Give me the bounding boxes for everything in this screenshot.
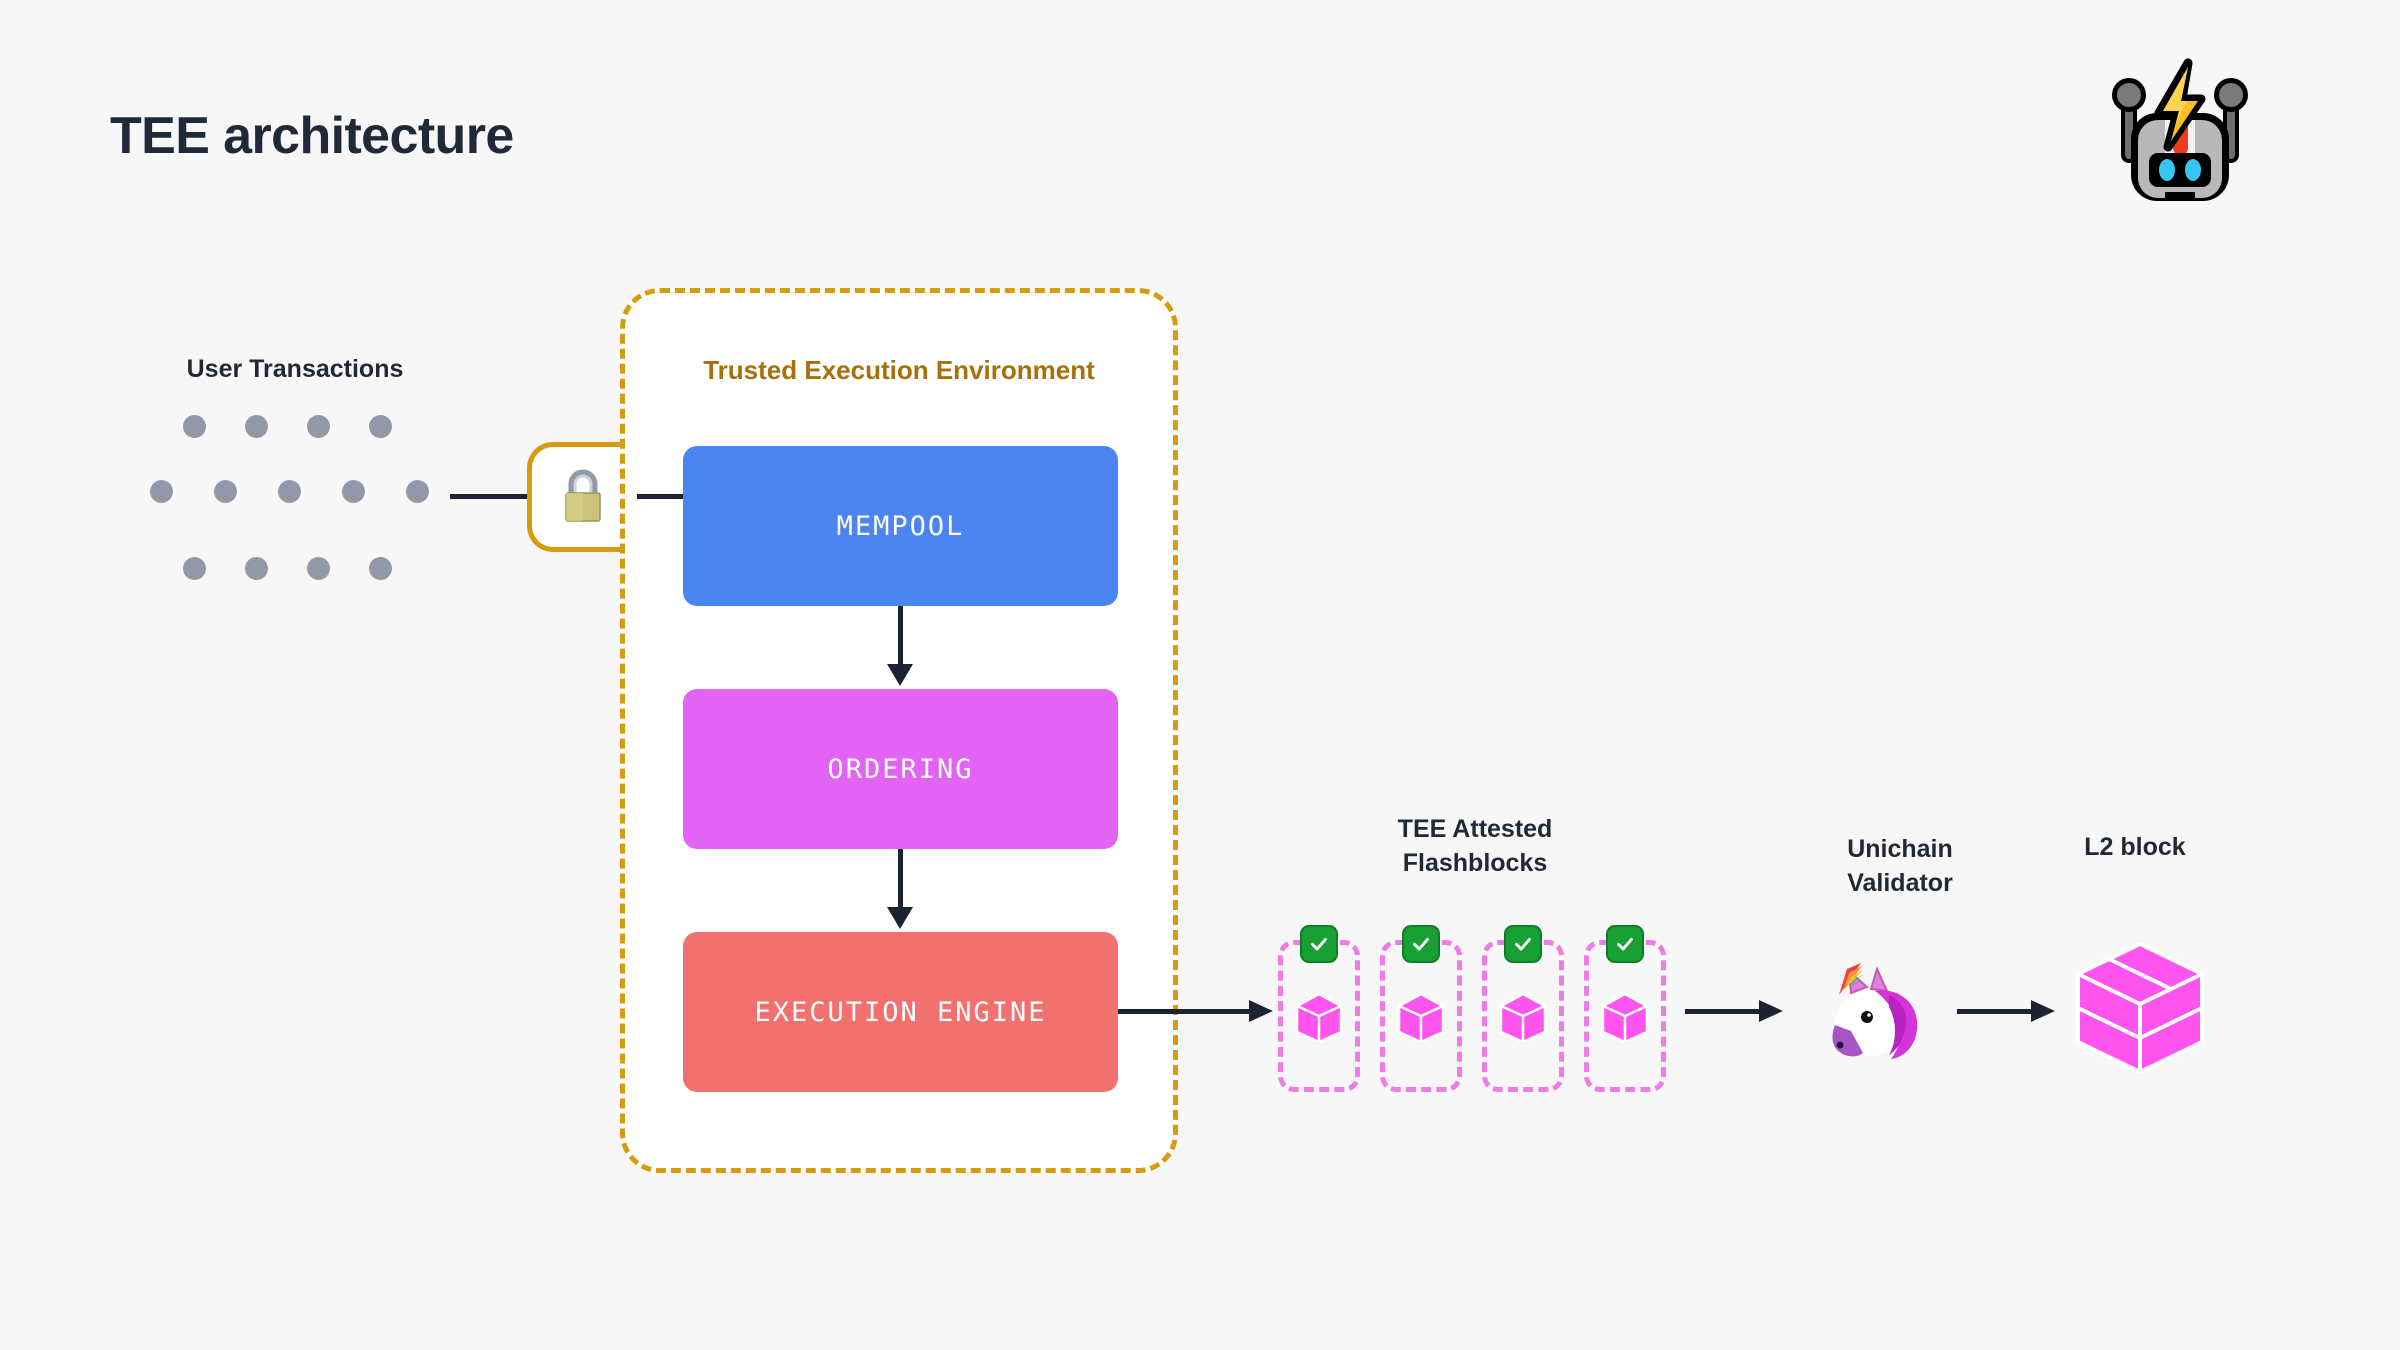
transaction-dot	[214, 480, 237, 503]
stage-ordering[interactable]: ORDERING	[683, 689, 1118, 849]
transaction-dot	[369, 415, 392, 438]
mempool-to-ordering-arrow	[887, 606, 913, 686]
transaction-dot	[245, 415, 268, 438]
flashblocks-label-line1: TEE Attested	[1397, 815, 1553, 843]
transaction-dot	[150, 480, 173, 503]
flashblock-item[interactable]	[1482, 925, 1564, 1092]
ordering-to-execution-arrow	[887, 849, 913, 929]
validator-label-line1: Unichain	[1847, 835, 1953, 863]
stage-execution-engine-label: EXECUTION ENGINE	[754, 996, 1047, 1028]
flashblock-cube-icon	[1293, 990, 1345, 1044]
transaction-dot	[406, 480, 429, 503]
flashblocks-label-line2: Flashblocks	[1402, 848, 1548, 877]
flashblock-item[interactable]	[1380, 925, 1462, 1092]
stage-ordering-label: ORDERING	[827, 753, 974, 785]
user-transactions-dots	[150, 415, 440, 600]
flashblock-cube-icon	[1497, 990, 1549, 1044]
flashblock-item[interactable]	[1278, 925, 1360, 1092]
attestation-check-icon	[1300, 925, 1338, 963]
validator-to-l2-arrow	[1957, 1000, 2055, 1022]
transaction-dot	[245, 557, 268, 580]
attestation-check-icon	[1606, 925, 1644, 963]
transaction-dot	[183, 415, 206, 438]
transaction-dot	[183, 557, 206, 580]
robot-lightning-icon	[2095, 55, 2265, 205]
l2-block-icon	[2072, 938, 2208, 1078]
transaction-dot	[278, 480, 301, 503]
flashblock-item[interactable]	[1584, 925, 1666, 1092]
execution-to-flashblocks-arrow	[1118, 1000, 1273, 1022]
unicorn-icon	[1805, 955, 1925, 1070]
stage-mempool[interactable]: MEMPOOL	[683, 446, 1118, 606]
stage-mempool-label: MEMPOOL	[836, 510, 965, 542]
flashblocks-group	[1278, 925, 1668, 1092]
l2-block-label: L2 block	[2084, 833, 2186, 861]
attestation-check-icon	[1504, 925, 1542, 963]
stage-execution-engine[interactable]: EXECUTION ENGINE	[683, 932, 1118, 1092]
attestation-check-icon	[1402, 925, 1440, 963]
user-transactions-label: User Transactions	[186, 355, 404, 383]
transaction-dot	[342, 480, 365, 503]
validator-label: Unichain Validator	[1785, 833, 2015, 901]
transaction-dot	[369, 557, 392, 580]
transactions-feed-line	[450, 494, 528, 499]
flashblock-cube-icon	[1395, 990, 1447, 1044]
tee-title: Trusted Execution Environment	[703, 355, 1095, 385]
flashblocks-label: TEE Attested Flashblocks	[1305, 813, 1645, 881]
transaction-dot	[307, 557, 330, 580]
validator-label-line2: Validator	[1847, 868, 1953, 897]
flashblocks-to-validator-arrow	[1685, 1000, 1783, 1022]
transaction-dot	[307, 415, 330, 438]
lock-icon	[548, 462, 618, 532]
page-title: TEE architecture	[110, 107, 514, 165]
flashblock-cube-icon	[1599, 990, 1651, 1044]
